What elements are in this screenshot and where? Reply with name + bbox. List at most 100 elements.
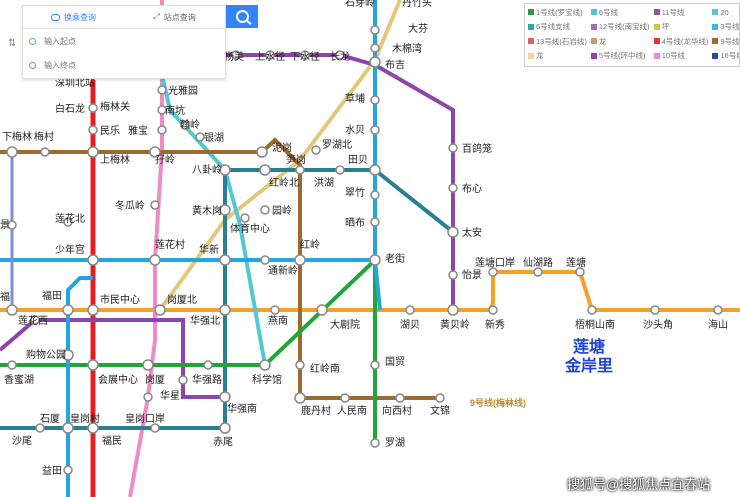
station-dot[interactable] bbox=[575, 267, 585, 277]
station-dot[interactable] bbox=[180, 120, 190, 130]
station-dot[interactable] bbox=[335, 165, 345, 175]
station-dot[interactable] bbox=[219, 304, 231, 316]
line-10[interactable] bbox=[128, 0, 164, 497]
station-dot[interactable] bbox=[178, 375, 188, 385]
line-blue-south[interactable] bbox=[66, 276, 93, 497]
station-dot[interactable] bbox=[240, 213, 250, 223]
station-dot[interactable] bbox=[219, 254, 231, 266]
station-dot[interactable] bbox=[370, 217, 380, 227]
station-dot[interactable] bbox=[448, 183, 458, 193]
station-dot[interactable] bbox=[150, 423, 160, 433]
station-dot[interactable] bbox=[219, 422, 231, 434]
station-dot[interactable] bbox=[62, 349, 74, 361]
station-dot[interactable] bbox=[7, 360, 17, 370]
station-dot[interactable] bbox=[63, 217, 73, 227]
station-dot[interactable] bbox=[488, 305, 498, 315]
station-dot[interactable] bbox=[149, 254, 161, 266]
station-dot[interactable] bbox=[157, 105, 167, 115]
station-dot[interactable] bbox=[370, 43, 380, 53]
legend-item[interactable]: 12号线(南宝线) bbox=[590, 21, 650, 33]
station-dot[interactable] bbox=[87, 359, 99, 371]
station-dot[interactable] bbox=[157, 85, 167, 95]
legend-item[interactable]: 3号线(龙岗线) bbox=[712, 21, 739, 33]
tab-station-query[interactable]: ⤢ 站点查询 bbox=[124, 6, 225, 28]
legend-item[interactable]: 10号线 bbox=[653, 50, 709, 62]
line-5-b[interactable] bbox=[0, 318, 225, 399]
station-dot[interactable] bbox=[231, 50, 241, 60]
station-dot[interactable] bbox=[395, 393, 405, 403]
legend-item[interactable]: 龙 bbox=[590, 35, 650, 47]
legend-item[interactable]: 5号线(环中线) bbox=[590, 50, 650, 62]
legend-item[interactable]: 坪 bbox=[653, 21, 709, 33]
station-dot[interactable] bbox=[7, 220, 17, 230]
legend-item[interactable]: 1号线(罗宝线) bbox=[528, 6, 587, 18]
station-dot[interactable] bbox=[6, 146, 18, 158]
station-dot[interactable] bbox=[87, 254, 99, 266]
station-dot[interactable] bbox=[260, 205, 270, 215]
station-dot[interactable] bbox=[6, 304, 18, 316]
station-dot[interactable] bbox=[150, 200, 160, 210]
station-dot[interactable] bbox=[219, 204, 231, 216]
legend-item[interactable]: 6号线 bbox=[590, 6, 650, 18]
station-dot[interactable] bbox=[435, 393, 445, 403]
station-dot[interactable] bbox=[316, 304, 328, 316]
station-dot[interactable] bbox=[370, 438, 380, 448]
station-dot[interactable] bbox=[142, 359, 154, 371]
legend-item[interactable]: 16号线 bbox=[712, 50, 739, 62]
legend-item[interactable]: 11号线 bbox=[653, 6, 709, 18]
legend-item[interactable]: 9号线(梅林线) bbox=[712, 35, 739, 47]
station-dot[interactable] bbox=[447, 226, 459, 238]
station-dot[interactable] bbox=[35, 423, 45, 433]
station-dot[interactable] bbox=[369, 254, 381, 266]
station-dot[interactable] bbox=[265, 50, 275, 60]
station-dot[interactable] bbox=[294, 254, 306, 266]
station-dot[interactable] bbox=[300, 50, 310, 60]
legend-item[interactable]: 20 bbox=[712, 6, 739, 18]
line-3[interactable] bbox=[158, 0, 402, 312]
station-dot[interactable] bbox=[447, 304, 459, 316]
station-dot[interactable] bbox=[587, 305, 597, 315]
station-dot[interactable] bbox=[370, 95, 380, 105]
station-dot[interactable] bbox=[154, 304, 166, 316]
line-9[interactable] bbox=[0, 137, 440, 400]
station-dot[interactable] bbox=[87, 146, 99, 158]
search-button[interactable] bbox=[226, 5, 258, 28]
station-dot[interactable] bbox=[87, 304, 99, 316]
station-dot[interactable] bbox=[259, 359, 271, 371]
end-input[interactable] bbox=[42, 59, 196, 71]
station-dot[interactable] bbox=[203, 360, 213, 370]
station-dot[interactable] bbox=[157, 125, 167, 135]
station-dot[interactable] bbox=[62, 422, 74, 434]
station-dot[interactable] bbox=[88, 103, 98, 113]
station-dot[interactable] bbox=[295, 165, 305, 175]
station-dot[interactable] bbox=[448, 143, 458, 153]
station-dot[interactable] bbox=[533, 267, 543, 277]
line-5[interactable] bbox=[225, 53, 455, 310]
station-dot[interactable] bbox=[149, 146, 161, 158]
station-dot[interactable] bbox=[405, 305, 415, 315]
station-dot[interactable] bbox=[488, 267, 498, 277]
station-dot[interactable] bbox=[62, 304, 74, 316]
station-dot[interactable] bbox=[63, 465, 73, 475]
legend-item[interactable]: 龙 bbox=[528, 50, 587, 62]
station-dot[interactable] bbox=[311, 145, 321, 155]
station-dot[interactable] bbox=[88, 125, 98, 135]
station-dot[interactable] bbox=[219, 164, 231, 176]
station-dot[interactable] bbox=[448, 270, 458, 280]
station-dot[interactable] bbox=[195, 132, 205, 142]
station-dot[interactable] bbox=[650, 305, 660, 315]
legend-item[interactable]: 4号线(龙华线) bbox=[653, 35, 708, 47]
station-dot[interactable] bbox=[370, 190, 380, 200]
station-dot[interactable] bbox=[260, 255, 270, 265]
start-input[interactable] bbox=[42, 35, 196, 47]
station-dot[interactable] bbox=[40, 147, 50, 157]
station-dot[interactable] bbox=[335, 50, 345, 60]
station-dot[interactable] bbox=[295, 360, 305, 370]
station-dot[interactable] bbox=[256, 146, 268, 158]
station-dot[interactable] bbox=[219, 391, 231, 403]
station-dot[interactable] bbox=[340, 393, 350, 403]
station-dot[interactable] bbox=[30, 315, 40, 325]
station-dot[interactable] bbox=[369, 56, 381, 68]
station-dot[interactable] bbox=[143, 392, 153, 402]
swap-icon[interactable]: ⇅ bbox=[8, 38, 17, 49]
